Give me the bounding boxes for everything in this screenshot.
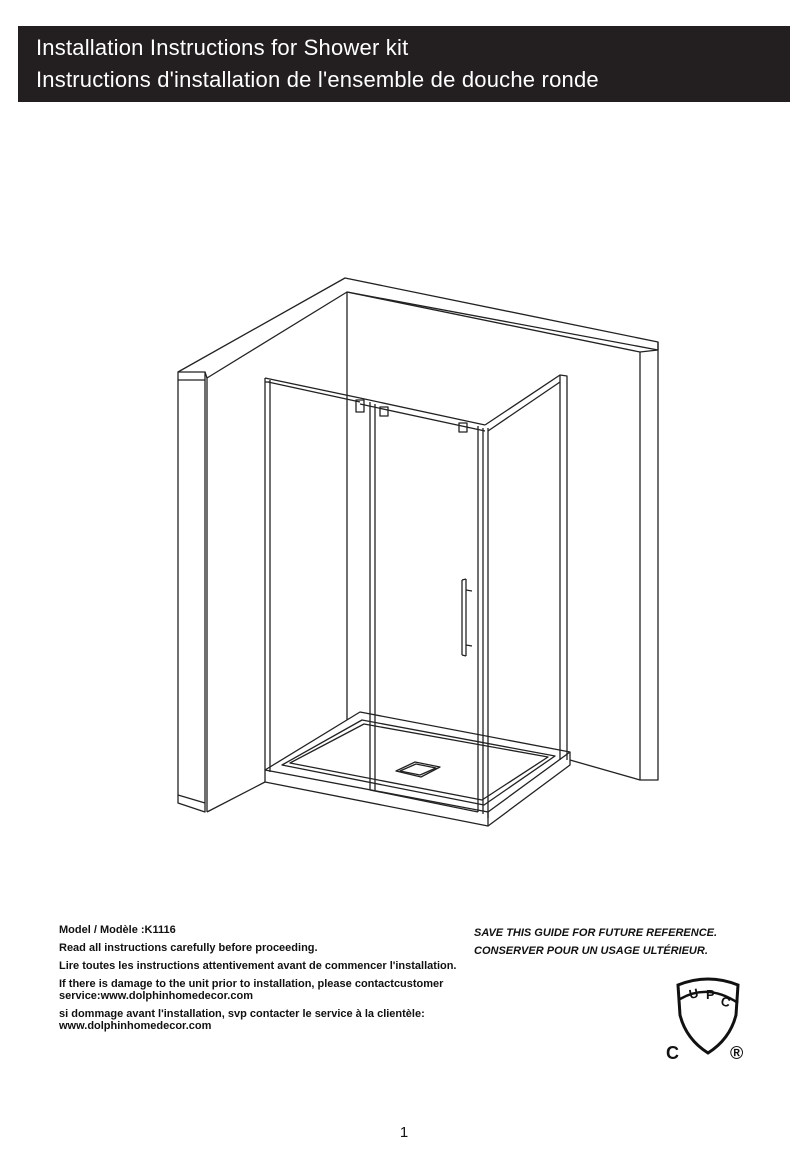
read-instructions-en: Read all instructions carefully before p…	[59, 942, 318, 954]
save-guide-fr: CONSERVER POUR UN USAGE ULTÉRIEUR.	[474, 945, 708, 957]
title-french: Instructions d'installation de l'ensembl…	[36, 67, 599, 92]
upc-letter-p: P	[706, 987, 715, 1002]
cupc-shield-icon: U P C C ®	[666, 977, 743, 1063]
product-info: Model / Modèle :K1116 Read all instructi…	[59, 924, 459, 1038]
cupc-c-letter: C	[666, 1043, 679, 1063]
upc-letter-u: U	[688, 985, 700, 1002]
upc-letter-c: C	[719, 993, 732, 1010]
shower-kit-illustration	[177, 277, 659, 827]
save-guide-en: SAVE THIS GUIDE FOR FUTURE REFERENCE.	[474, 927, 718, 939]
read-instructions-fr: Lire toutes les instructions attentiveme…	[59, 960, 457, 972]
damage-notice-en: If there is damage to the unit prior to …	[59, 978, 444, 1002]
save-guide-note: SAVE THIS GUIDE FOR FUTURE REFERENCE. CO…	[474, 924, 774, 960]
registered-mark: ®	[730, 1043, 743, 1063]
title-english: Installation Instructions for Shower kit	[36, 35, 409, 60]
page-number: 1	[399, 1124, 409, 1141]
title-banner: Installation Instructions for Shower kit…	[18, 26, 790, 102]
model-number: Model / Modèle :K1116	[59, 924, 176, 936]
damage-notice-fr: si dommage avant l'installation, svp con…	[59, 1008, 425, 1032]
